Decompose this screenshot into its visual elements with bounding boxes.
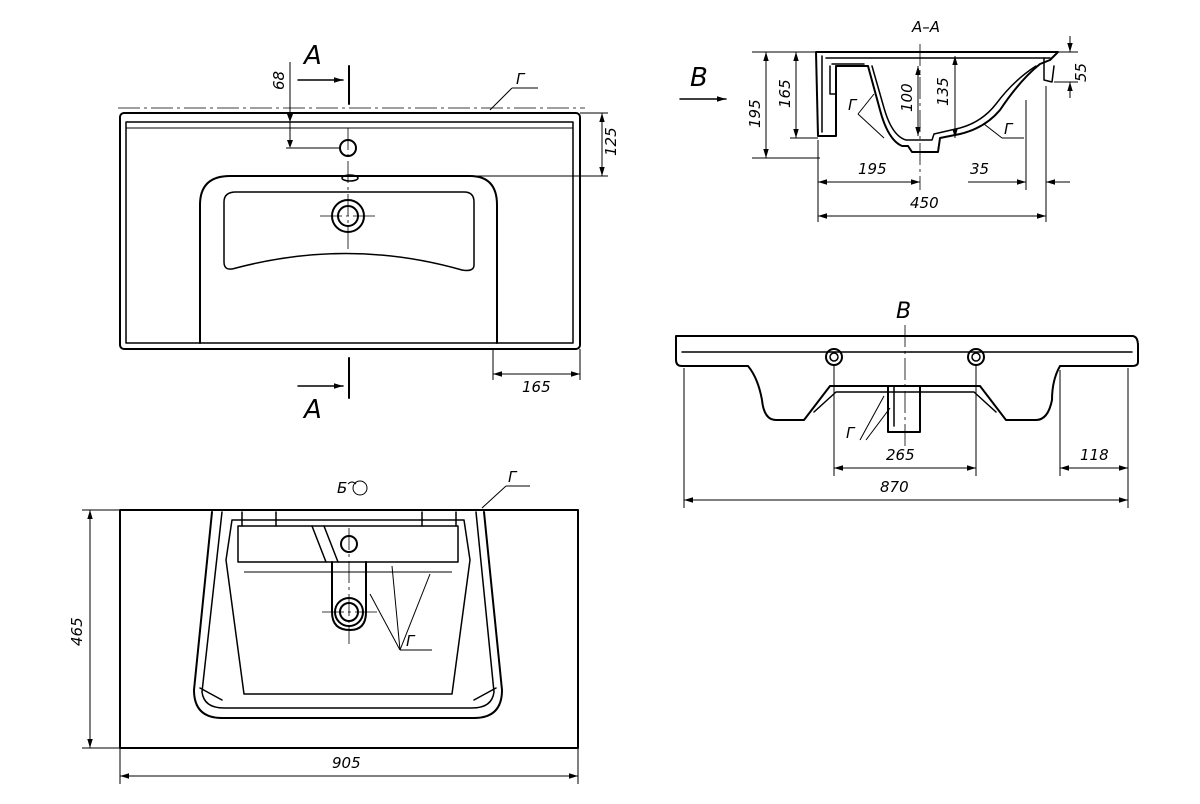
view-mark-b: B (690, 63, 708, 93)
leader-g-front-1 (859, 395, 885, 441)
top-view-rim (125, 121, 574, 344)
label-g-top: Г (516, 70, 526, 88)
bottom-basin-outer (193, 511, 503, 719)
dim-165v: 165 (776, 79, 794, 108)
dim-68-arrow-2 (287, 140, 293, 148)
top-view: A A Г 68 125 165 (118, 41, 620, 425)
bottom-bowl (225, 519, 471, 695)
front-outline (675, 335, 1139, 421)
bottom-ribs (241, 511, 457, 527)
leader-g1 (857, 113, 885, 139)
basin-outer (199, 175, 498, 344)
section-title: A–A (911, 18, 940, 36)
section-mark-bottom: A (302, 395, 322, 425)
dim-55: 55 (1072, 63, 1090, 82)
section-profile (815, 51, 1059, 153)
overflow-hole (341, 174, 359, 182)
front-hole-right-inner (971, 352, 981, 362)
bottom-view: Б Г Г 465 905 (68, 468, 579, 784)
front-hole-left-inner (829, 352, 839, 362)
front-view: B 265 118 870 Г (675, 299, 1139, 508)
dim-135: 135 (934, 77, 952, 106)
view-b-label: Б (337, 479, 347, 497)
leader-g1b (857, 93, 875, 115)
section-view: A–A B 195 165 100 135 55 195 3 (679, 18, 1090, 222)
dim-165: 165 (522, 378, 551, 396)
dim-68-arrow (287, 114, 293, 122)
basin-inner (223, 191, 475, 272)
label-g-front: Г (846, 424, 856, 442)
label-g-bottom-top: Г (508, 468, 518, 486)
front-drain (887, 385, 921, 433)
leader-g2 (983, 123, 1003, 139)
dim-905: 905 (332, 754, 361, 772)
front-view-title: B (896, 299, 911, 324)
top-view-outline (119, 112, 581, 350)
label-g1: Г (848, 96, 858, 114)
dim-100: 100 (898, 83, 916, 112)
bottom-basin-inner (201, 511, 495, 709)
dim-870: 870 (880, 478, 909, 496)
leader-g-bottom (481, 485, 507, 509)
section-back-wall (821, 55, 837, 133)
view-b-rotation-icon (352, 480, 368, 496)
leader-g-inner-2 (391, 565, 401, 651)
bottom-corner-ribs (199, 687, 497, 701)
dim-68: 68 (270, 71, 288, 90)
section-mark-top: A (302, 41, 322, 71)
leader-g-inner-1 (369, 593, 401, 651)
leader-g-top (489, 87, 513, 111)
leader-g-inner-3 (399, 573, 431, 651)
label-g2: Г (1004, 120, 1014, 138)
leader-g-front-2 (865, 407, 891, 441)
section-inner-wall (825, 57, 1051, 141)
dim-195v: 195 (746, 99, 764, 128)
bottom-tray (237, 525, 459, 563)
bottom-diagonal-rib (311, 525, 339, 563)
dim-118: 118 (1080, 446, 1109, 464)
label-g-bottom-inner: Г (406, 632, 416, 650)
dim-125: 125 (602, 127, 620, 156)
bottom-drain-channel (331, 561, 367, 631)
section-front-lip (1043, 57, 1055, 83)
dim-195h: 195 (858, 160, 887, 178)
dim-465: 465 (68, 617, 86, 646)
dim-35: 35 (970, 160, 989, 178)
dim-265: 265 (886, 446, 915, 464)
dim-450: 450 (910, 194, 939, 212)
